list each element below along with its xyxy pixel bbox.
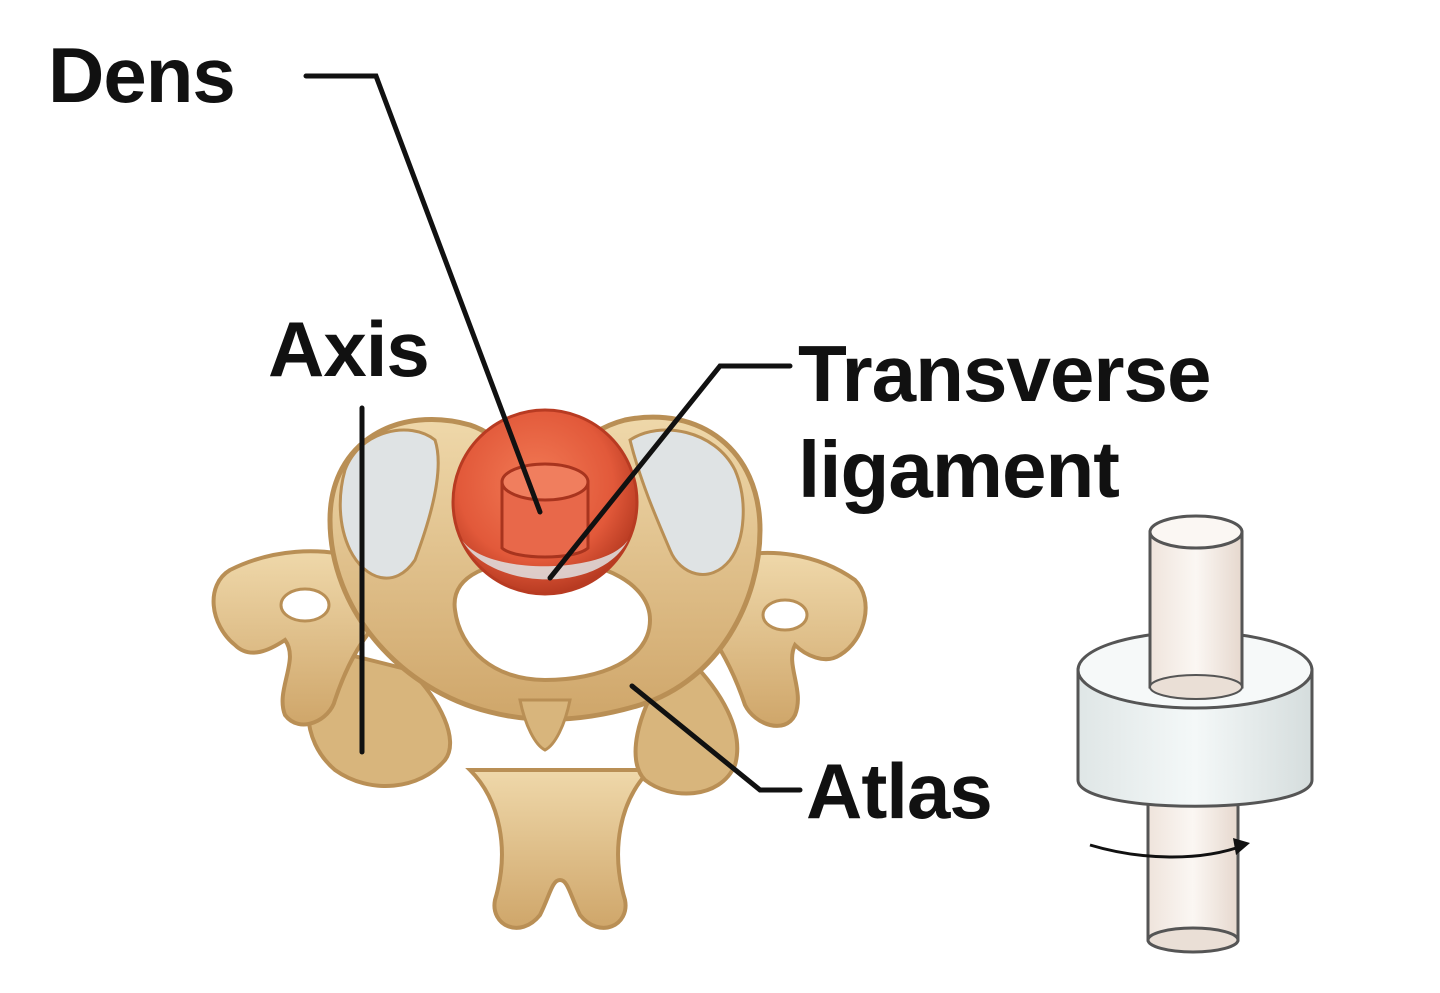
transverse-ligament-leader-line [547,363,793,581]
vertebrae-illustration [211,408,868,930]
left-transverse-foramen [279,587,331,623]
dens-shape [500,480,590,559]
atlas-posterior-tubercle [518,698,572,752]
pivot-joint-model [1076,514,1314,954]
rotation-arrow-icon [1089,843,1246,859]
leader-lines [303,73,803,793]
transverse-ligament-label-line1: Transverse [798,329,1212,418]
dens-label: Dens [48,31,236,119]
dens-leader-line [303,73,543,515]
atlas-label: Atlas [806,747,993,835]
transverse-ligament-label: Transverse ligament [798,326,1212,518]
axis-spinous-process [465,768,655,930]
right-transverse-foramen [761,598,809,632]
left-articular-facet [338,428,440,580]
transverse-ligament-label-line2: ligament [798,425,1120,514]
axis-label: Axis [268,305,430,393]
right-articular-facet [628,428,745,576]
atlas-leader-line [629,683,803,793]
dens-top [500,462,590,502]
ligament-lower-band [462,540,628,580]
atlas-left-transverse-process [211,549,383,727]
